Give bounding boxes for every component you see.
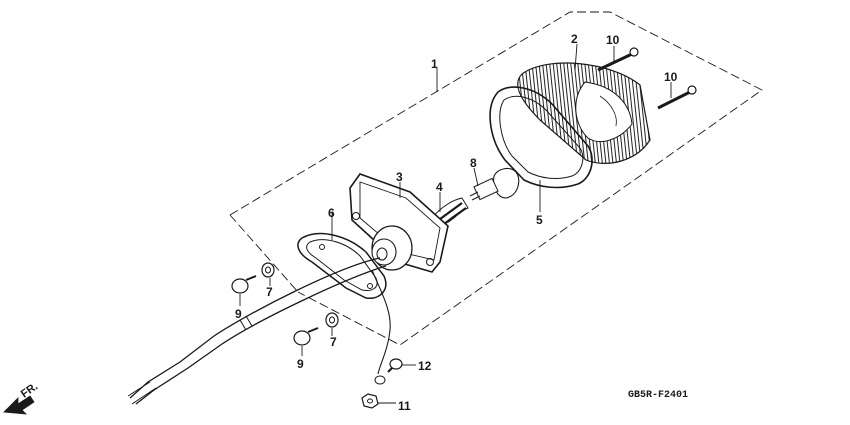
callout-7-upper: 7 — [266, 285, 273, 299]
diagram-code: GB5R-F2401 — [628, 390, 688, 401]
front-marker-label: FR. — [19, 380, 40, 400]
screw-part-upper — [231, 275, 257, 294]
lens-part — [517, 62, 651, 164]
ground-nut-part — [361, 393, 379, 409]
callout-9-upper: 9 — [235, 307, 242, 321]
bolt-part-upper — [597, 47, 639, 72]
callout-4: 4 — [436, 180, 443, 194]
nut-part-lower — [325, 312, 339, 328]
front-direction-arrow-icon — [3, 395, 35, 415]
lens-gasket-part — [489, 86, 593, 189]
callout-1: 1 — [431, 57, 438, 71]
callout-3: 3 — [396, 170, 403, 184]
callout-10-lower: 10 — [664, 70, 678, 84]
callout-9-lower: 9 — [297, 357, 304, 371]
callout-2: 2 — [571, 32, 578, 46]
callout-10-upper: 10 — [606, 33, 620, 47]
screw-part-lower — [293, 327, 319, 346]
nut-part-upper — [261, 262, 275, 278]
wiring-harness — [127, 257, 391, 405]
callout-5: 5 — [536, 213, 543, 227]
callout-7-lower: 7 — [330, 335, 337, 349]
ground-screw-part — [387, 358, 403, 373]
bulb-part — [469, 167, 520, 201]
callout-12: 12 — [418, 359, 432, 373]
base-plate-part — [349, 173, 449, 273]
callout-6: 6 — [328, 206, 335, 220]
base-gasket-part — [297, 232, 387, 299]
bolt-part-lower — [657, 85, 697, 110]
callout-11: 11 — [398, 399, 411, 413]
assembly-boundary — [229, 11, 763, 346]
leader-lines — [239, 43, 672, 404]
callout-8: 8 — [470, 156, 477, 170]
